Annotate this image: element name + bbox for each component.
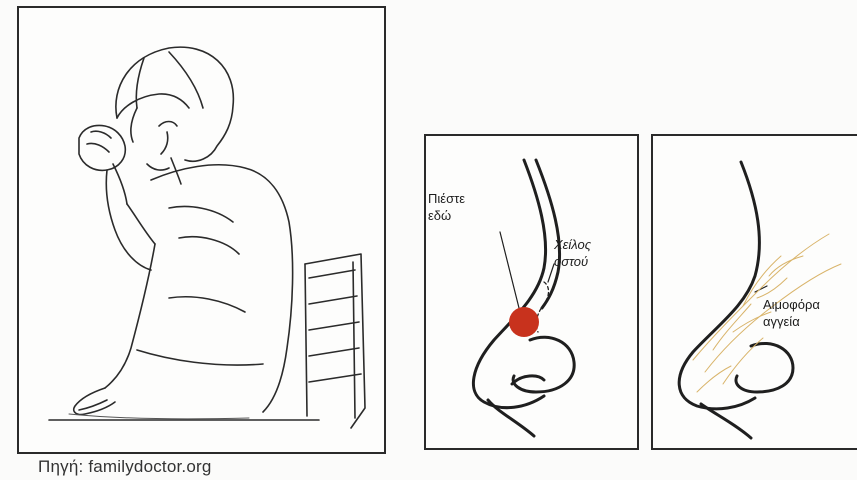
nose-profile-illustration: [426, 136, 637, 448]
illustration-woman-panel: [17, 6, 386, 454]
nose-press-point-panel: Πιέστε εδώ Χείλος οστού: [424, 134, 639, 450]
press-here-label: Πιέστε εδώ: [428, 190, 465, 224]
woman-pinching-nose-illustration: [19, 8, 384, 452]
bone-edge-label: Χείλος οστού: [554, 236, 591, 270]
press-point-marker: [509, 307, 539, 337]
blood-vessels-label: Αιμοφόρα αγγεία: [763, 296, 820, 330]
source-caption: Πηγή: familydoctor.org: [38, 457, 212, 477]
nose-vessels-illustration: [653, 136, 857, 448]
nose-blood-vessels-panel: Αιμοφόρα αγγεία: [651, 134, 857, 450]
